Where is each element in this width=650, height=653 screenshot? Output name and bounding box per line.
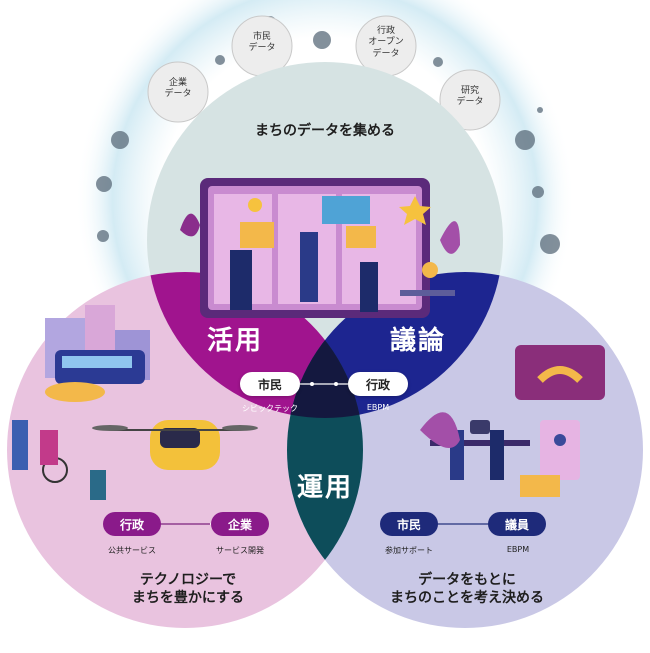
label-discuss: 議論: [389, 326, 446, 356]
sub-civictech: シビックテック: [242, 404, 298, 413]
sub-participation: 参加サポート: [385, 546, 433, 555]
use-overlap: [147, 272, 363, 418]
left-title: テクノロジーで まちを豊かにする: [131, 572, 245, 606]
pill-gov-center: 行政: [348, 372, 408, 396]
city-illustration: [12, 305, 258, 500]
top-title: まちのデータを集める: [255, 123, 395, 139]
source-company: 企業 データ: [164, 78, 192, 100]
pill-company-left: 企業: [211, 512, 269, 536]
label-operate: 運用: [296, 473, 353, 503]
sub-ebpm-center: EBPM: [366, 403, 390, 412]
sub-service-dev: サービス開発: [216, 546, 264, 555]
source-research: 研究 データ: [456, 86, 484, 108]
decor-dots: [96, 16, 560, 254]
gear-icon: [147, 15, 501, 131]
right-title: データをもとに まちのことを考え決める: [390, 572, 544, 606]
dashboard-illustration: [180, 178, 460, 318]
sub-ebpm-right: EBPM: [506, 545, 530, 554]
discuss-overlap: [287, 272, 503, 418]
pill-gov-left: 行政: [103, 512, 161, 536]
sub-public-service: 公共サービス: [108, 546, 156, 555]
pill-citizen-center: 市民: [240, 372, 300, 396]
pill-citizen-right: 市民: [380, 512, 438, 536]
source-citizen: 市民 データ: [248, 32, 276, 54]
meeting-illustration: [420, 345, 605, 497]
pill-councilor-right: 議員: [488, 512, 546, 536]
source-open-data: 行政 オープン データ: [368, 26, 404, 59]
label-use: 活用: [206, 326, 263, 356]
